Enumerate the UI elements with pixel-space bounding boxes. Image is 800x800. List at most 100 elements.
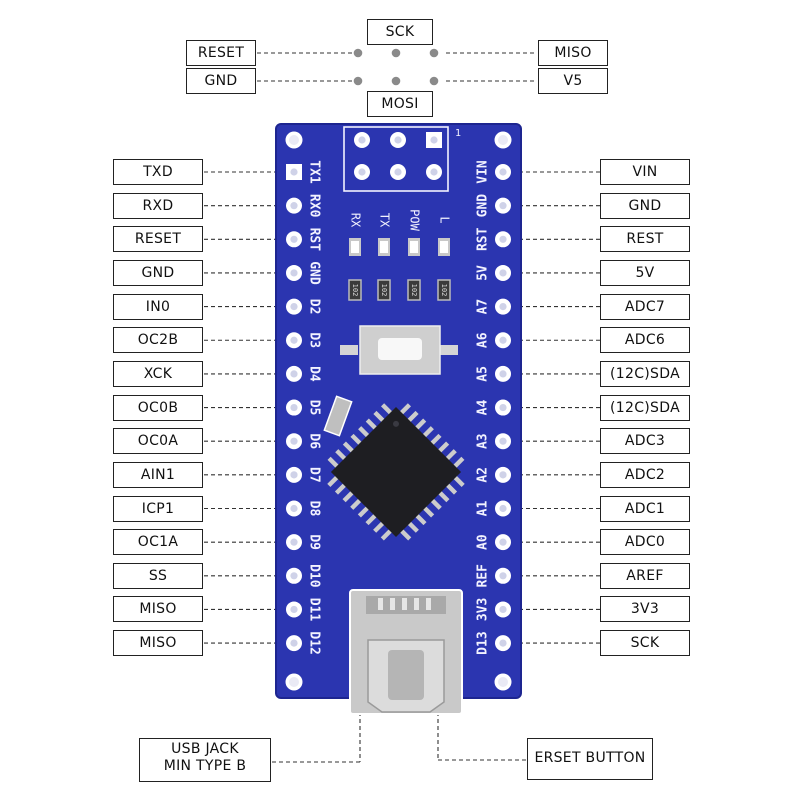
chip-pin1-dot bbox=[393, 420, 399, 427]
right-header-pad-hole bbox=[499, 639, 507, 647]
chip-lead bbox=[437, 490, 450, 503]
left-header-pad-hole bbox=[290, 202, 298, 210]
left-silk-label: RX0 bbox=[307, 194, 322, 218]
left-pin-label: OC0A bbox=[113, 428, 203, 455]
right-silk-label: 3V3 bbox=[476, 598, 491, 621]
chip-lead bbox=[365, 513, 378, 526]
led-label: TX bbox=[378, 213, 392, 228]
usb-jack-line-1: USB JACK bbox=[171, 741, 239, 757]
right-header-pad-hole bbox=[499, 605, 507, 614]
led-lens bbox=[440, 241, 448, 253]
icsp-label-v5: V5 bbox=[538, 68, 608, 94]
right-header-pad-hole bbox=[499, 538, 507, 546]
left-pin-label: ICP1 bbox=[113, 495, 203, 522]
resistor-marking: 102 bbox=[351, 284, 359, 297]
right-silk-label: A2 bbox=[476, 467, 491, 483]
chip-lead bbox=[414, 418, 427, 431]
left-pin-label: AIN1 bbox=[113, 461, 203, 488]
chip-lead bbox=[399, 403, 411, 415]
icsp-label-top: SCK bbox=[367, 19, 433, 45]
microcontroller bbox=[327, 403, 465, 541]
led-label: L bbox=[438, 216, 452, 223]
right-silk-label: A6 bbox=[476, 332, 491, 348]
left-pin-label: OC0B bbox=[113, 394, 203, 421]
chip-lead bbox=[445, 483, 458, 495]
chip-lead bbox=[429, 433, 442, 446]
left-silk-label: D4 bbox=[307, 366, 322, 382]
chip-lead bbox=[381, 403, 393, 415]
right-header-pad-hole bbox=[499, 403, 507, 412]
right-silk-label: A3 bbox=[476, 433, 491, 449]
resistor-marking: 102 bbox=[440, 284, 448, 297]
icsp-pin1-mark: 1 bbox=[455, 128, 461, 139]
left-pin-label: SS bbox=[113, 562, 203, 589]
icsp-pin-dot bbox=[353, 76, 363, 86]
switch-leg bbox=[340, 345, 358, 355]
icsp-pad-hole bbox=[430, 136, 438, 144]
right-silk-label: A0 bbox=[476, 534, 491, 550]
right-silk-label: GND bbox=[476, 194, 491, 218]
left-pin-label: RESET bbox=[113, 226, 203, 253]
chip-lead bbox=[342, 490, 355, 503]
right-header-pad-hole bbox=[499, 370, 507, 378]
left-header-pad-hole bbox=[290, 471, 298, 479]
right-header-pad-hole bbox=[499, 504, 507, 513]
reset-button-label: ERSET BUTTON bbox=[527, 738, 653, 780]
left-header-pad-hole bbox=[290, 269, 298, 277]
mounting-hole-inner bbox=[289, 135, 299, 145]
right-pin-label: ADC2 bbox=[600, 461, 690, 488]
right-silk-label: A7 bbox=[476, 299, 491, 315]
right-pin-label: ADC0 bbox=[600, 529, 690, 556]
left-pin-label: XCK bbox=[113, 360, 203, 387]
left-silk-label: D11 bbox=[307, 598, 322, 622]
right-silk-label: D13 bbox=[476, 631, 491, 654]
right-pin-label: AREF bbox=[600, 562, 690, 589]
left-silk-label: D5 bbox=[307, 400, 322, 416]
chip-lead bbox=[407, 410, 419, 423]
chip-lead bbox=[437, 441, 450, 454]
switch-leg bbox=[440, 345, 458, 355]
chip-lead bbox=[358, 426, 370, 438]
right-header-pad-hole bbox=[499, 303, 507, 311]
right-header-pad-hole bbox=[499, 336, 507, 344]
resistor-marking: 102 bbox=[410, 284, 418, 297]
right-header-pad-hole bbox=[499, 269, 507, 277]
right-pin-label: ADC6 bbox=[600, 327, 690, 354]
left-header-pad-hole bbox=[290, 504, 298, 513]
right-pin-label: SCK bbox=[600, 630, 690, 657]
right-pin-label: 3V3 bbox=[600, 596, 690, 623]
right-silk-label: A5 bbox=[476, 366, 491, 382]
leader-lines bbox=[204, 48, 600, 763]
chip-lead bbox=[445, 449, 457, 461]
icsp-pin-dot bbox=[391, 76, 401, 86]
usb-pin bbox=[414, 598, 419, 610]
right-header-pad-hole bbox=[499, 471, 507, 479]
left-silk-label: D8 bbox=[307, 501, 322, 517]
right-silk-label: RST bbox=[476, 227, 491, 251]
icsp-pad-hole bbox=[430, 168, 438, 176]
icsp-pad-hole bbox=[358, 136, 366, 144]
chip-lead bbox=[422, 505, 435, 518]
right-pin-label: VIN bbox=[600, 159, 690, 185]
resistor bbox=[407, 279, 421, 301]
chip-lead bbox=[399, 528, 412, 541]
mounting-hole-inner bbox=[498, 677, 508, 687]
left-pin-label: OC2B bbox=[113, 327, 203, 354]
icsp-label-reset: RESET bbox=[186, 40, 256, 66]
chip-lead bbox=[342, 441, 355, 454]
mounting-hole-inner bbox=[289, 677, 299, 687]
right-header-pad-hole bbox=[499, 572, 507, 580]
left-pin-label: RXD bbox=[113, 192, 203, 219]
right-header-pad-hole bbox=[499, 437, 507, 445]
right-silk-label: 5V bbox=[476, 265, 491, 281]
icsp-pin-dot bbox=[429, 48, 439, 58]
icsp-label-gnd: GND bbox=[186, 68, 256, 94]
chip-lead bbox=[414, 513, 427, 526]
left-header-pad-hole bbox=[290, 437, 298, 445]
left-header-pad-hole bbox=[290, 370, 298, 378]
chip-lead bbox=[453, 475, 465, 487]
icsp-outline bbox=[343, 126, 449, 192]
resistor bbox=[348, 279, 362, 301]
chip-lead bbox=[334, 483, 347, 495]
